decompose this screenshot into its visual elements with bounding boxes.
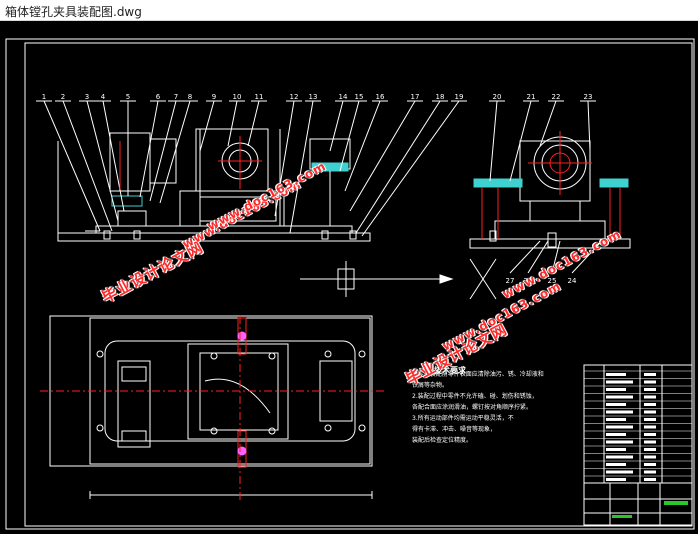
balloon-number: 21	[527, 93, 536, 101]
balloon-number: 16	[376, 93, 385, 101]
parts-list-entry	[644, 418, 656, 421]
parts-list-entry	[606, 425, 633, 429]
parts-list-entry	[644, 448, 656, 451]
technical-notes: 1.零件装配前零件表面应清除油污、锈、冷却液和 铁屑等杂物。 2.装配过程中零件…	[412, 369, 562, 446]
balloon-number: 15	[355, 93, 364, 101]
parts-list-entry	[644, 455, 656, 459]
balloon-number: 4	[101, 93, 106, 101]
balloon-number: 11	[255, 93, 264, 101]
balloon-number: 7	[174, 93, 178, 101]
balloon-number: 2	[61, 93, 65, 101]
window-title: 箱体镗孔夹具装配图.dwg	[5, 5, 142, 19]
balloon-number: 5	[126, 93, 130, 101]
parts-list-rows	[584, 370, 692, 481]
balloon-number: 28	[524, 277, 533, 285]
parts-list-entry	[606, 463, 626, 466]
parts-list-entry	[644, 380, 656, 384]
notes-line: 装配后检查定位精度。	[412, 437, 473, 444]
window-title-bar: 箱体镗孔夹具装配图.dwg	[0, 0, 698, 21]
notes-title: 技术要求	[434, 366, 466, 375]
title-block	[583, 364, 693, 526]
balloon-number: 14	[339, 93, 348, 101]
parts-list-entry	[606, 395, 633, 399]
parts-list-entry	[606, 440, 633, 444]
plan-view	[40, 315, 384, 503]
balloon-number: 6	[156, 93, 161, 101]
parts-list-entry	[606, 403, 626, 406]
parts-list-entry	[606, 448, 626, 451]
notes-line: 1.零件装配前零件表面应清除油污、锈、冷却液和	[412, 371, 544, 378]
parts-list-entry	[644, 433, 656, 436]
parts-list-entry	[606, 410, 633, 414]
balloon-number: 19	[455, 93, 464, 101]
title-green-mark-2	[612, 515, 632, 518]
balloon-number: 20	[493, 93, 502, 101]
notes-line: 3.所有运动部件均需运动平稳灵活，不	[412, 415, 514, 422]
balloon-number: 23	[584, 93, 593, 101]
title-green-mark	[664, 501, 688, 505]
notes-line: 得有卡滞、冲击、噪音等现象，	[412, 426, 497, 433]
parts-list-entry	[644, 373, 656, 376]
balloon-number: 17	[411, 93, 420, 101]
parts-list-entry	[644, 470, 656, 474]
notes-line: 2.装配过程中零件不允许磕、碰、划伤和锈蚀，	[412, 393, 538, 400]
balloon-number: 9	[212, 93, 216, 101]
inner-frame	[24, 42, 693, 527]
projection-symbol	[300, 258, 497, 300]
parts-list-entry	[606, 470, 633, 474]
parts-list-entry	[644, 463, 656, 466]
balloon-number: 27	[506, 277, 515, 285]
notes-line: 铁屑等杂物。	[412, 382, 449, 389]
front-view	[43, 100, 460, 242]
outer-frame	[5, 38, 695, 530]
parts-list-entry	[644, 425, 656, 429]
balloon-number: 12	[290, 93, 299, 101]
parts-list-entry	[606, 373, 626, 376]
parts-list-entry	[606, 388, 626, 391]
parts-list-entry	[606, 455, 633, 459]
side-view	[469, 100, 631, 274]
parts-list-entry	[606, 418, 626, 421]
balloon-number: 3	[85, 93, 89, 101]
parts-list-entry	[606, 478, 626, 481]
parts-list-entry	[644, 395, 656, 399]
balloon-number: 25	[548, 277, 557, 285]
parts-list-entry	[644, 440, 656, 444]
balloon-number: 24	[568, 277, 577, 285]
parts-list-entry	[644, 403, 656, 406]
parts-list-entry	[644, 410, 656, 414]
balloon-number: 1	[42, 93, 46, 101]
parts-list-entry	[644, 388, 656, 391]
parts-list-entry	[606, 433, 626, 436]
notes-line: 各配合面应涂润滑油，螺钉按对角顺序拧紧。	[412, 404, 533, 411]
part-number-balloons-lower: 27 28 25 24	[506, 277, 577, 285]
balloon-number: 18	[436, 93, 445, 101]
balloon-number: 22	[552, 93, 561, 101]
parts-list-entry	[644, 478, 656, 481]
balloon-number: 8	[188, 93, 192, 101]
balloon-number: 10	[233, 93, 242, 101]
balloon-number: 13	[309, 93, 318, 101]
parts-list-entry	[606, 380, 633, 384]
